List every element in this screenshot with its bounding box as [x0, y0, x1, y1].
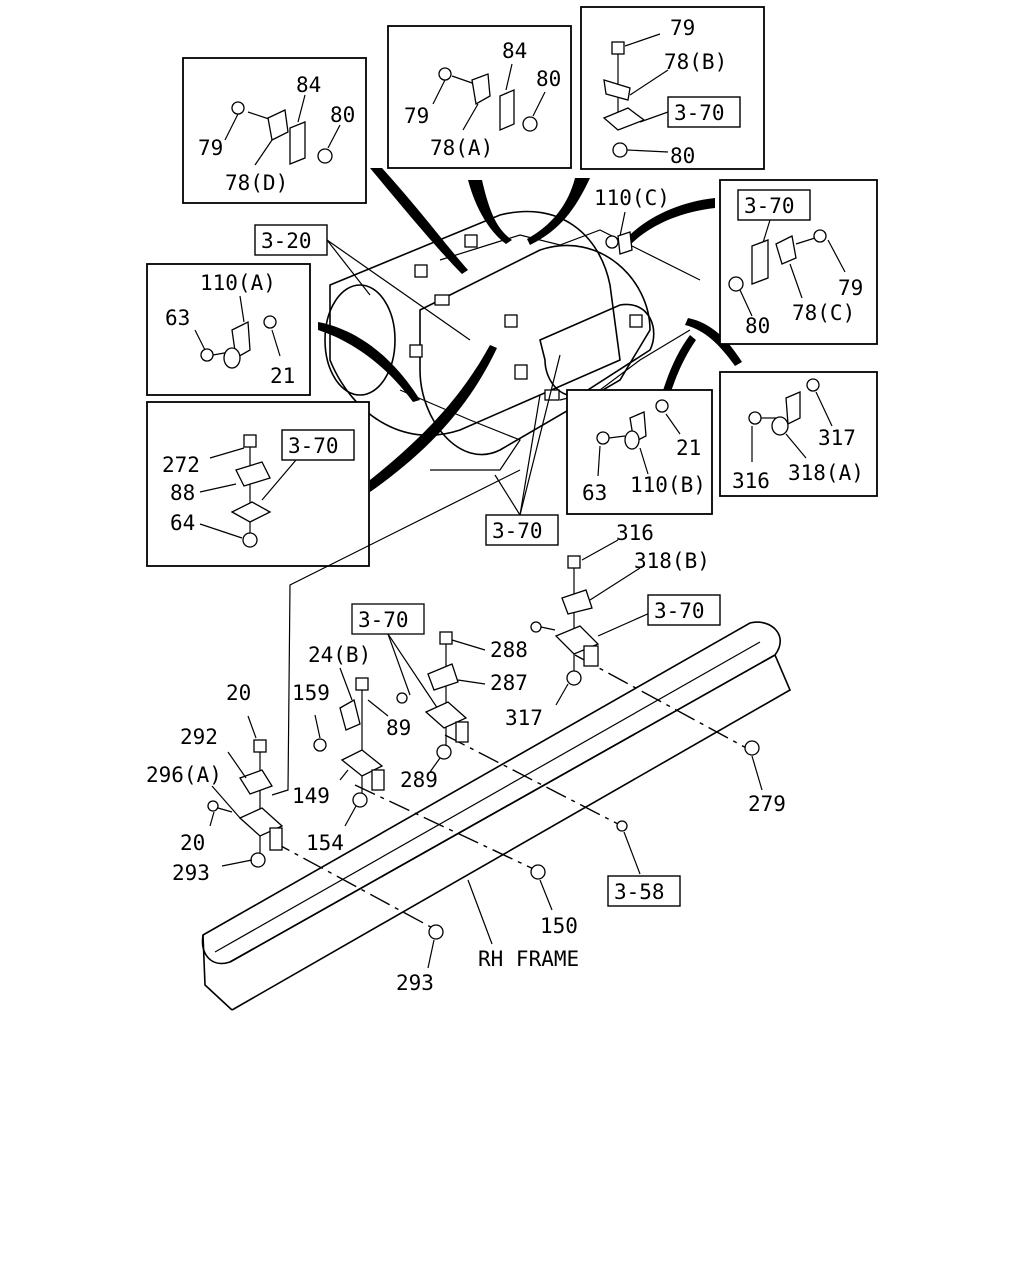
rh-frame: RH FRAME	[201, 621, 792, 1011]
panel-78b-part-78b: 78(B)	[664, 50, 727, 74]
panel-110a-part-63: 63	[165, 306, 190, 330]
lower-part-20-bottom: 20	[180, 831, 205, 855]
lower-part-24b: 24(B)	[308, 643, 371, 667]
lower-part-89: 89	[386, 716, 411, 740]
panel-78a-part-80: 80	[536, 67, 561, 91]
pipe-route	[271, 469, 521, 796]
panel-88-part-88: 88	[170, 481, 195, 505]
panel-78d-part-84: 84	[296, 73, 321, 97]
lower-part-20-top: 20	[226, 681, 251, 705]
panel-78c-part-78c: 78(C)	[792, 301, 855, 325]
panel-78d-part-80: 80	[330, 103, 355, 127]
panel-78c-part-79: 79	[838, 276, 863, 300]
lower-ref-3-58: 3-58	[614, 880, 665, 904]
panel-110b: 63 21 110(B)	[566, 389, 713, 515]
lower-part-159: 159	[292, 681, 330, 705]
lower-part-289: 289	[400, 768, 438, 792]
lower-part-288: 288	[490, 638, 528, 662]
panel-318a-part-318a: 318(A)	[788, 461, 864, 485]
lower-part-149: 149	[292, 784, 330, 808]
panel-78b-part-79: 79	[670, 16, 695, 40]
panel-88-ref-3-70: 3-70	[288, 434, 339, 458]
rh-frame-label: RH FRAME	[478, 947, 579, 971]
lower-bracket-296a: 20 292 296(A) 20 293	[146, 681, 284, 885]
panel-318a: 317 316 318(A)	[719, 371, 878, 497]
lower-bracket-316: 3-70 316 318(B) 317	[505, 521, 721, 730]
panel-110b-part-63: 63	[582, 481, 607, 505]
panel-110b-part-21: 21	[676, 436, 701, 460]
lower-part-316: 316	[616, 521, 654, 545]
panel-78d: 84 80 79 78(D)	[182, 57, 367, 204]
lower-bracket-149: 24(B) 159 89 149 154	[292, 643, 411, 855]
lower-part-292: 292	[180, 725, 218, 749]
lower-part-293-bottom: 293	[396, 971, 434, 995]
panel-88-part-64: 64	[170, 511, 195, 535]
lower-bracket-287: 3-70 288 287 289	[351, 603, 528, 792]
panel-110b-part-110b: 110(B)	[630, 473, 706, 497]
lower-part-279: 279	[748, 792, 786, 816]
panel-78b-part-80: 80	[670, 144, 695, 168]
panel-78b: 3-70 79 78(B) 80	[580, 6, 765, 170]
panel-78c: 3-70 79 80 78(C)	[719, 179, 878, 345]
panel-78a-part-78a: 78(A)	[430, 136, 493, 160]
ref-3-20: 3-20	[261, 229, 312, 253]
lower-part-154: 154	[306, 831, 344, 855]
ref-3-70-tank-group: 3-70	[485, 354, 561, 546]
panel-88: 3-70 272 88 64	[146, 401, 370, 567]
frame-fasteners: 279 150 293 3-58	[396, 740, 786, 995]
panel-78a-part-79: 79	[404, 104, 429, 128]
panel-88-part-272: 272	[162, 453, 200, 477]
panel-78d-part-79: 79	[198, 136, 223, 160]
ref-3-70-tank: 3-70	[492, 519, 543, 543]
panel-78a: 84 80 79 78(A)	[387, 25, 572, 169]
panel-78b-ref-3-70: 3-70	[674, 101, 725, 125]
panel-78a-part-84: 84	[502, 39, 527, 63]
panel-110a: 110(A) 63 21	[146, 263, 311, 396]
lower-part-293-left: 293	[172, 861, 210, 885]
lower-part-150: 150	[540, 914, 578, 938]
lower-ref-3-70-right: 3-70	[654, 599, 705, 623]
ref-3-20-group: 3-20	[254, 224, 471, 341]
panel-110a-part-21: 21	[270, 364, 295, 388]
label-110c: 110(C)	[594, 186, 670, 210]
lower-ref-3-70-mid: 3-70	[358, 608, 409, 632]
panel-318a-part-317: 317	[818, 426, 856, 450]
lower-part-318b: 318(B)	[634, 549, 710, 573]
panel-78c-part-80: 80	[745, 314, 770, 338]
label-110c-group: 110(C)	[594, 186, 670, 255]
lower-part-317: 317	[505, 706, 543, 730]
lower-part-287: 287	[490, 671, 528, 695]
panel-110a-part-110a: 110(A)	[200, 271, 276, 295]
panel-78c-ref-3-70: 3-70	[744, 194, 795, 218]
panel-318a-part-316: 316	[732, 469, 770, 493]
panel-78d-part-78d: 78(D)	[225, 171, 288, 195]
lower-part-296a: 296(A)	[146, 763, 222, 787]
